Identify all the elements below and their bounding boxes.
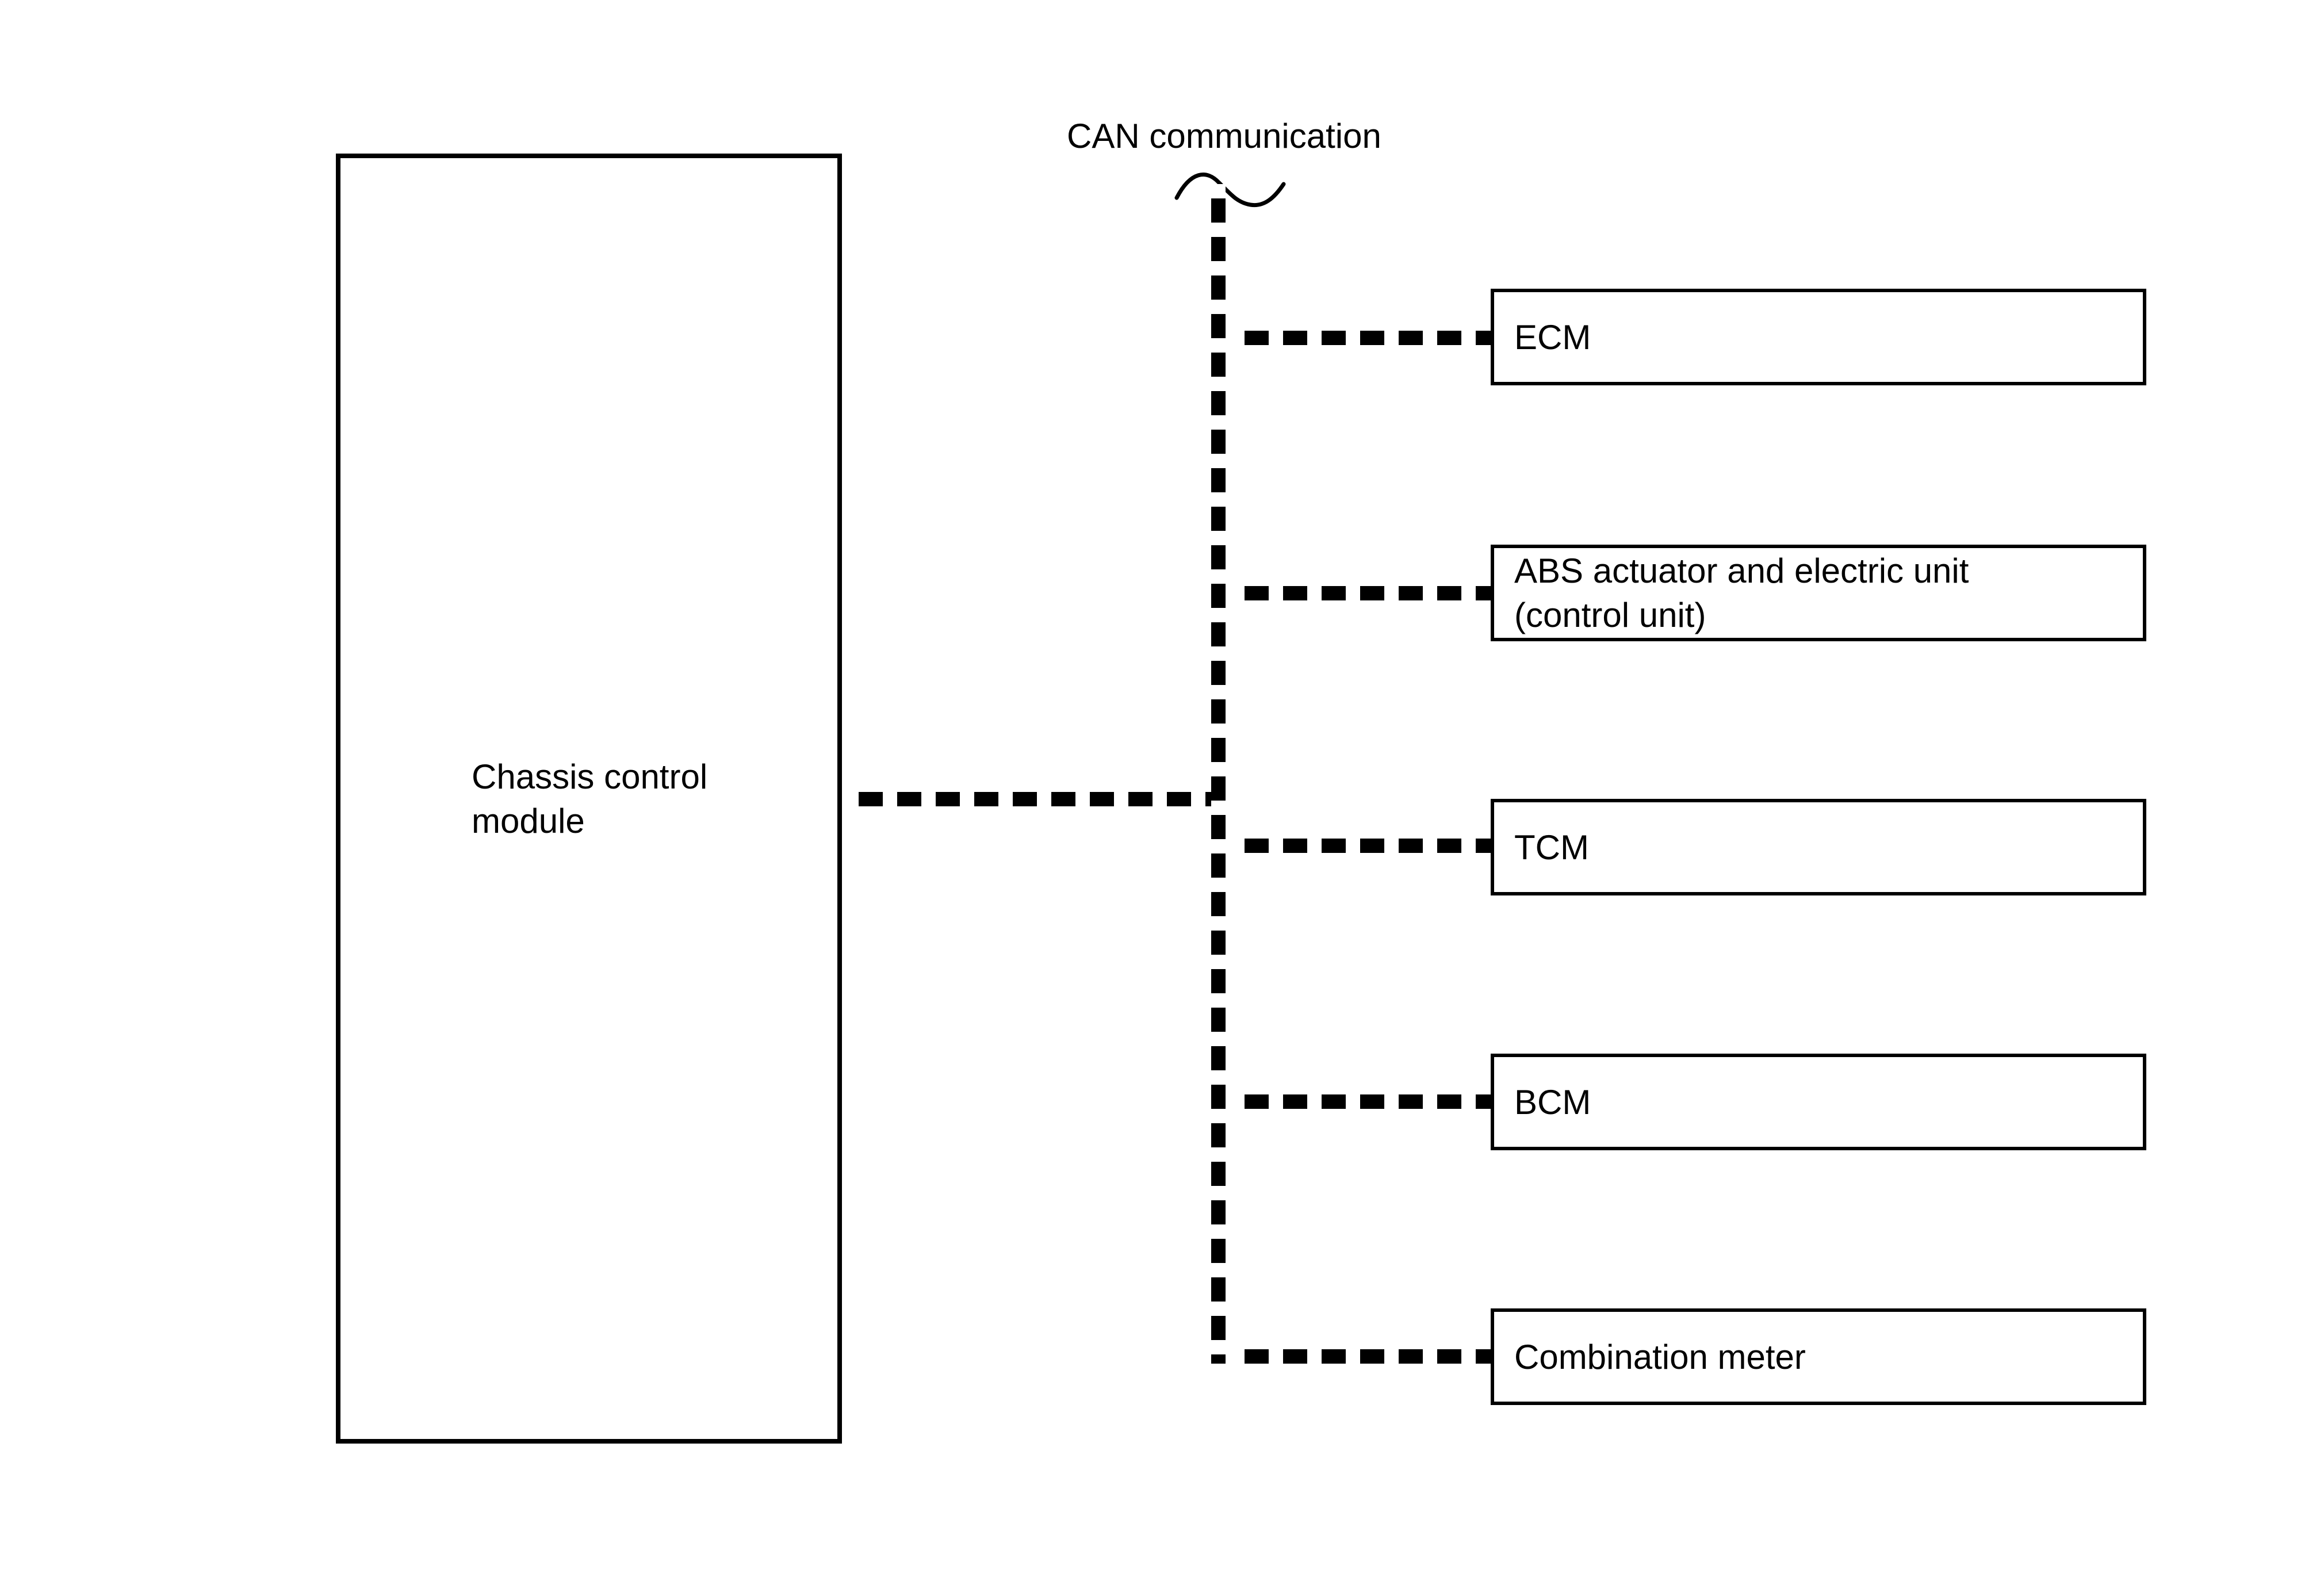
bcm-label: BCM — [1514, 1082, 1591, 1121]
wave-break-icon — [1174, 173, 1286, 208]
can-bus-trunk-line — [1209, 183, 1228, 1366]
abs-label: ABS actuator and electric unit — [1514, 552, 1969, 590]
abs-label-line2: (control unit) — [1514, 596, 1706, 634]
branch-line-combination-meter — [1228, 1347, 1491, 1366]
ecm-box: ECM — [1491, 289, 2146, 385]
can-communication-label: CAN communication — [1067, 117, 1381, 155]
abs-actuator-box: ABS actuator and electric unit (control … — [1491, 545, 2146, 641]
chassis-label-line1: Chassis control — [472, 757, 708, 796]
chassis-to-bus-line — [842, 790, 1211, 809]
tcm-label: TCM — [1514, 828, 1589, 867]
combination-meter-label: Combination meter — [1514, 1337, 1806, 1376]
bcm-box: BCM — [1491, 1054, 2146, 1150]
chassis-label-line2: module — [472, 801, 585, 840]
tcm-box: TCM — [1491, 799, 2146, 895]
branch-line-bcm — [1228, 1092, 1491, 1111]
chassis-control-module-box: Chassis control module — [336, 154, 842, 1444]
branch-line-ecm — [1228, 328, 1491, 347]
branch-line-abs — [1228, 584, 1491, 603]
ecm-label: ECM — [1514, 317, 1591, 357]
branch-line-tcm — [1228, 836, 1491, 855]
combination-meter-box: Combination meter — [1491, 1308, 2146, 1405]
